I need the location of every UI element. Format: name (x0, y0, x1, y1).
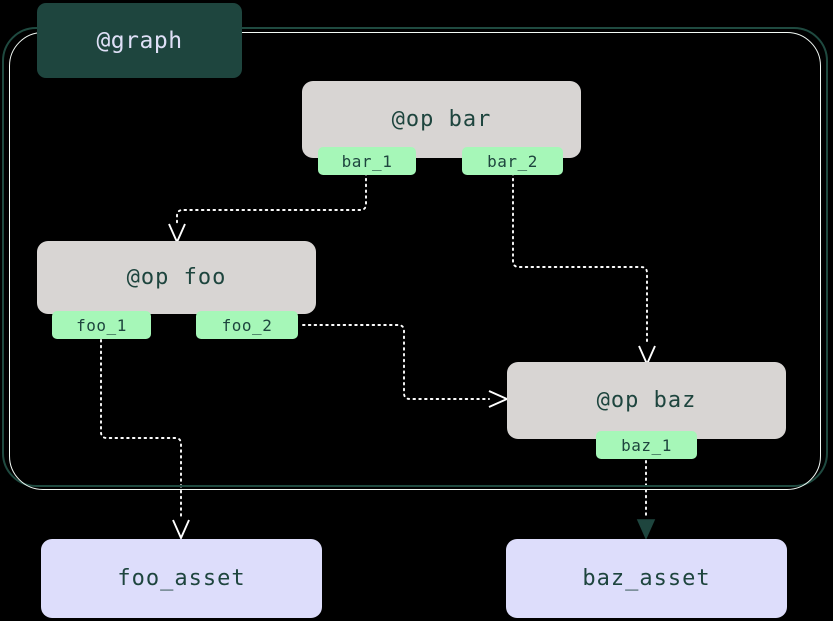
op-foo-label: @op foo (126, 265, 227, 290)
port-bar-1[interactable]: bar_1 (318, 147, 416, 175)
edge-foo1-to-asset (100, 339, 182, 520)
op-bar-body[interactable]: @op bar (302, 81, 581, 158)
port-baz-1[interactable]: baz_1 (596, 431, 697, 459)
port-baz-1-label: baz_1 (621, 435, 672, 455)
edge-bar2-to-baz (512, 172, 648, 346)
op-baz-label: @op baz (596, 388, 697, 413)
port-foo-2[interactable]: foo_2 (196, 311, 298, 339)
port-foo-2-label: foo_2 (221, 315, 273, 335)
asset-baz-label: baz_asset (582, 566, 711, 591)
asset-node-foo-asset[interactable]: foo_asset (41, 539, 322, 618)
asset-node-baz-asset[interactable]: baz_asset (506, 539, 787, 618)
subgraph-header-label: @graph (96, 27, 183, 54)
port-foo-1[interactable]: foo_1 (52, 311, 151, 339)
port-foo-1-label: foo_1 (76, 315, 127, 335)
op-node-baz[interactable]: @op baz baz_1 (507, 362, 786, 459)
edge-bar1-to-foo (176, 172, 367, 224)
edge-foo2-to-baz (302, 324, 490, 400)
op-node-bar[interactable]: @op bar bar_1 bar_2 (302, 81, 581, 175)
subgraph-border-outer (2, 27, 828, 487)
subgraph-header-graph[interactable]: @graph (37, 3, 242, 78)
op-node-foo[interactable]: @op foo foo_1 foo_2 (37, 241, 316, 339)
port-bar-1-label: bar_1 (341, 151, 393, 171)
arrowhead-baz-asset-top (636, 519, 656, 540)
port-bar-2-label: bar_2 (487, 151, 538, 171)
arrowhead-foo-asset-top (172, 519, 190, 541)
op-baz-body[interactable]: @op baz (507, 362, 786, 439)
asset-foo-label: foo_asset (117, 566, 246, 591)
op-foo-body[interactable]: @op foo (37, 241, 316, 314)
subgraph-border-inner (9, 32, 821, 490)
port-bar-2[interactable]: bar_2 (462, 147, 563, 175)
op-bar-label: @op bar (391, 107, 492, 132)
